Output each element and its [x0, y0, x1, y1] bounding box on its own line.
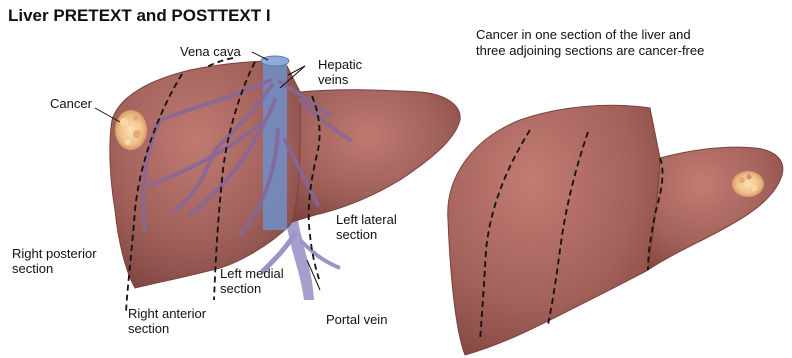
label-left-medial-line1: Left medial [220, 266, 284, 281]
label-hepatic-veins-line1: Hepatic [318, 57, 362, 72]
label-left-medial-section: Left medial section [220, 266, 284, 296]
right-liver [448, 105, 783, 355]
label-left-lateral-line1: Left lateral [336, 212, 397, 227]
label-left-lateral-line2: section [336, 227, 397, 242]
liver-right-lobe-2 [448, 105, 660, 355]
liver-left-lobe-2 [648, 147, 783, 270]
label-left-medial-line2: section [220, 281, 284, 296]
tumor-left [115, 110, 147, 150]
label-right-anterior-line2: section [128, 321, 206, 336]
label-right-anterior-section: Right anterior section [128, 306, 206, 336]
label-right-posterior-line2: section [12, 261, 97, 276]
label-cancer: Cancer [50, 96, 92, 111]
label-right-anterior-line1: Right anterior [128, 306, 206, 321]
label-right-posterior-line1: Right posterior [12, 246, 97, 261]
label-right-posterior-section: Right posterior section [12, 246, 97, 276]
tumor-right [732, 171, 764, 197]
label-vena-cava: Vena cava [180, 44, 241, 59]
label-portal-vein: Portal vein [326, 312, 387, 327]
label-hepatic-veins: Hepatic veins [318, 57, 362, 87]
portal-vein [286, 220, 314, 300]
label-hepatic-veins-line2: veins [318, 72, 362, 87]
label-left-lateral-section: Left lateral section [336, 212, 397, 242]
